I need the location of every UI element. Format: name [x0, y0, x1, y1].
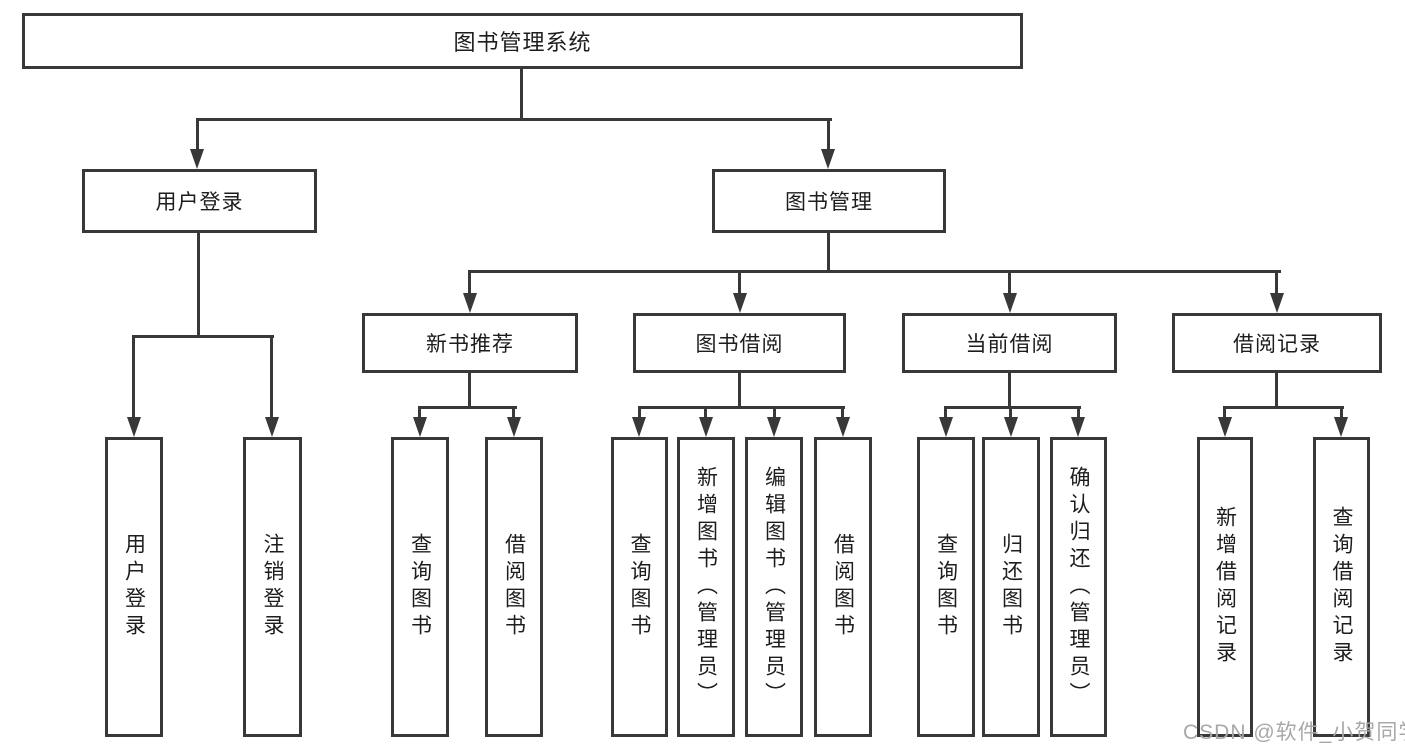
connector: [132, 335, 135, 419]
leaf-borrow-books-recommend: 借阅图书: [485, 437, 543, 737]
arrow-down-icon: [767, 417, 781, 437]
leaf-query-books-recommend: 查询图书: [391, 437, 449, 737]
leaf-add-books-admin: 新增图书（管理员）: [677, 437, 735, 737]
connector: [841, 406, 844, 419]
connector: [270, 335, 273, 419]
connector: [468, 270, 471, 295]
arrow-down-icon: [127, 417, 141, 437]
arrow-down-icon: [1218, 417, 1232, 437]
leaf-confirm-return-admin: 确认归还（管理员）: [1050, 437, 1107, 737]
leaf-query-books-borrowing: 查询图书: [611, 437, 668, 737]
node-user-login: 用户登录: [82, 169, 317, 233]
connector: [1223, 406, 1344, 409]
arrow-down-icon: [939, 417, 953, 437]
arrow-down-icon: [190, 149, 204, 169]
connector: [738, 373, 741, 409]
connector: [132, 335, 274, 338]
leaf-logout: 注销登录: [243, 437, 302, 737]
leaf-query-borrow-record: 查询借阅记录: [1313, 437, 1370, 737]
leaf-add-borrow-record: 新增借阅记录: [1197, 437, 1253, 737]
leaf-edit-books-admin: 编辑图书（管理员）: [745, 437, 803, 737]
node-borrow-records: 借阅记录: [1172, 313, 1382, 373]
connector: [738, 270, 741, 295]
connector: [512, 406, 515, 419]
arrow-down-icon: [733, 293, 747, 313]
connector: [827, 233, 830, 273]
arrow-down-icon: [1334, 417, 1348, 437]
arrow-down-icon: [836, 417, 850, 437]
leaf-user-login: 用户登录: [105, 437, 163, 737]
node-book-management: 图书管理: [712, 169, 946, 233]
arrow-down-icon: [632, 417, 646, 437]
connector: [944, 406, 1081, 409]
connector: [196, 118, 199, 151]
arrow-down-icon: [1004, 417, 1018, 437]
connector: [638, 406, 641, 419]
arrow-down-icon: [699, 417, 713, 437]
connector: [520, 69, 523, 121]
arrow-down-icon: [1071, 417, 1085, 437]
node-new-book-recommend: 新书推荐: [362, 313, 578, 373]
connector: [1223, 406, 1226, 419]
connector: [638, 406, 845, 409]
connector: [1009, 406, 1012, 419]
arrow-down-icon: [821, 149, 835, 169]
node-library-system: 图书管理系统: [22, 13, 1023, 69]
connector: [1275, 373, 1278, 409]
arrow-down-icon: [507, 417, 521, 437]
connector: [773, 406, 776, 419]
arrow-down-icon: [413, 417, 427, 437]
connector: [1275, 270, 1278, 295]
leaf-query-books-current: 查询图书: [917, 437, 975, 737]
arrow-down-icon: [1270, 293, 1284, 313]
connector: [944, 406, 947, 419]
connector: [827, 118, 830, 151]
connector: [468, 270, 1281, 273]
connector: [1340, 406, 1343, 419]
connector: [704, 406, 707, 419]
connector: [197, 233, 200, 338]
arrow-down-icon: [463, 293, 477, 313]
connector: [418, 406, 517, 409]
leaf-borrow-books-borrowing: 借阅图书: [814, 437, 872, 737]
connector: [1077, 406, 1080, 419]
connector: [1008, 373, 1011, 409]
node-book-borrowing: 图书借阅: [633, 313, 846, 373]
connector: [1008, 270, 1011, 295]
connector: [468, 373, 471, 409]
connector: [196, 118, 832, 121]
csdn-watermark: CSDN @软件_小贺同学: [1183, 721, 1405, 744]
arrow-down-icon: [265, 417, 279, 437]
leaf-return-books: 归还图书: [982, 437, 1040, 737]
connector: [418, 406, 421, 419]
arrow-down-icon: [1003, 293, 1017, 313]
node-current-borrowing: 当前借阅: [902, 313, 1117, 373]
